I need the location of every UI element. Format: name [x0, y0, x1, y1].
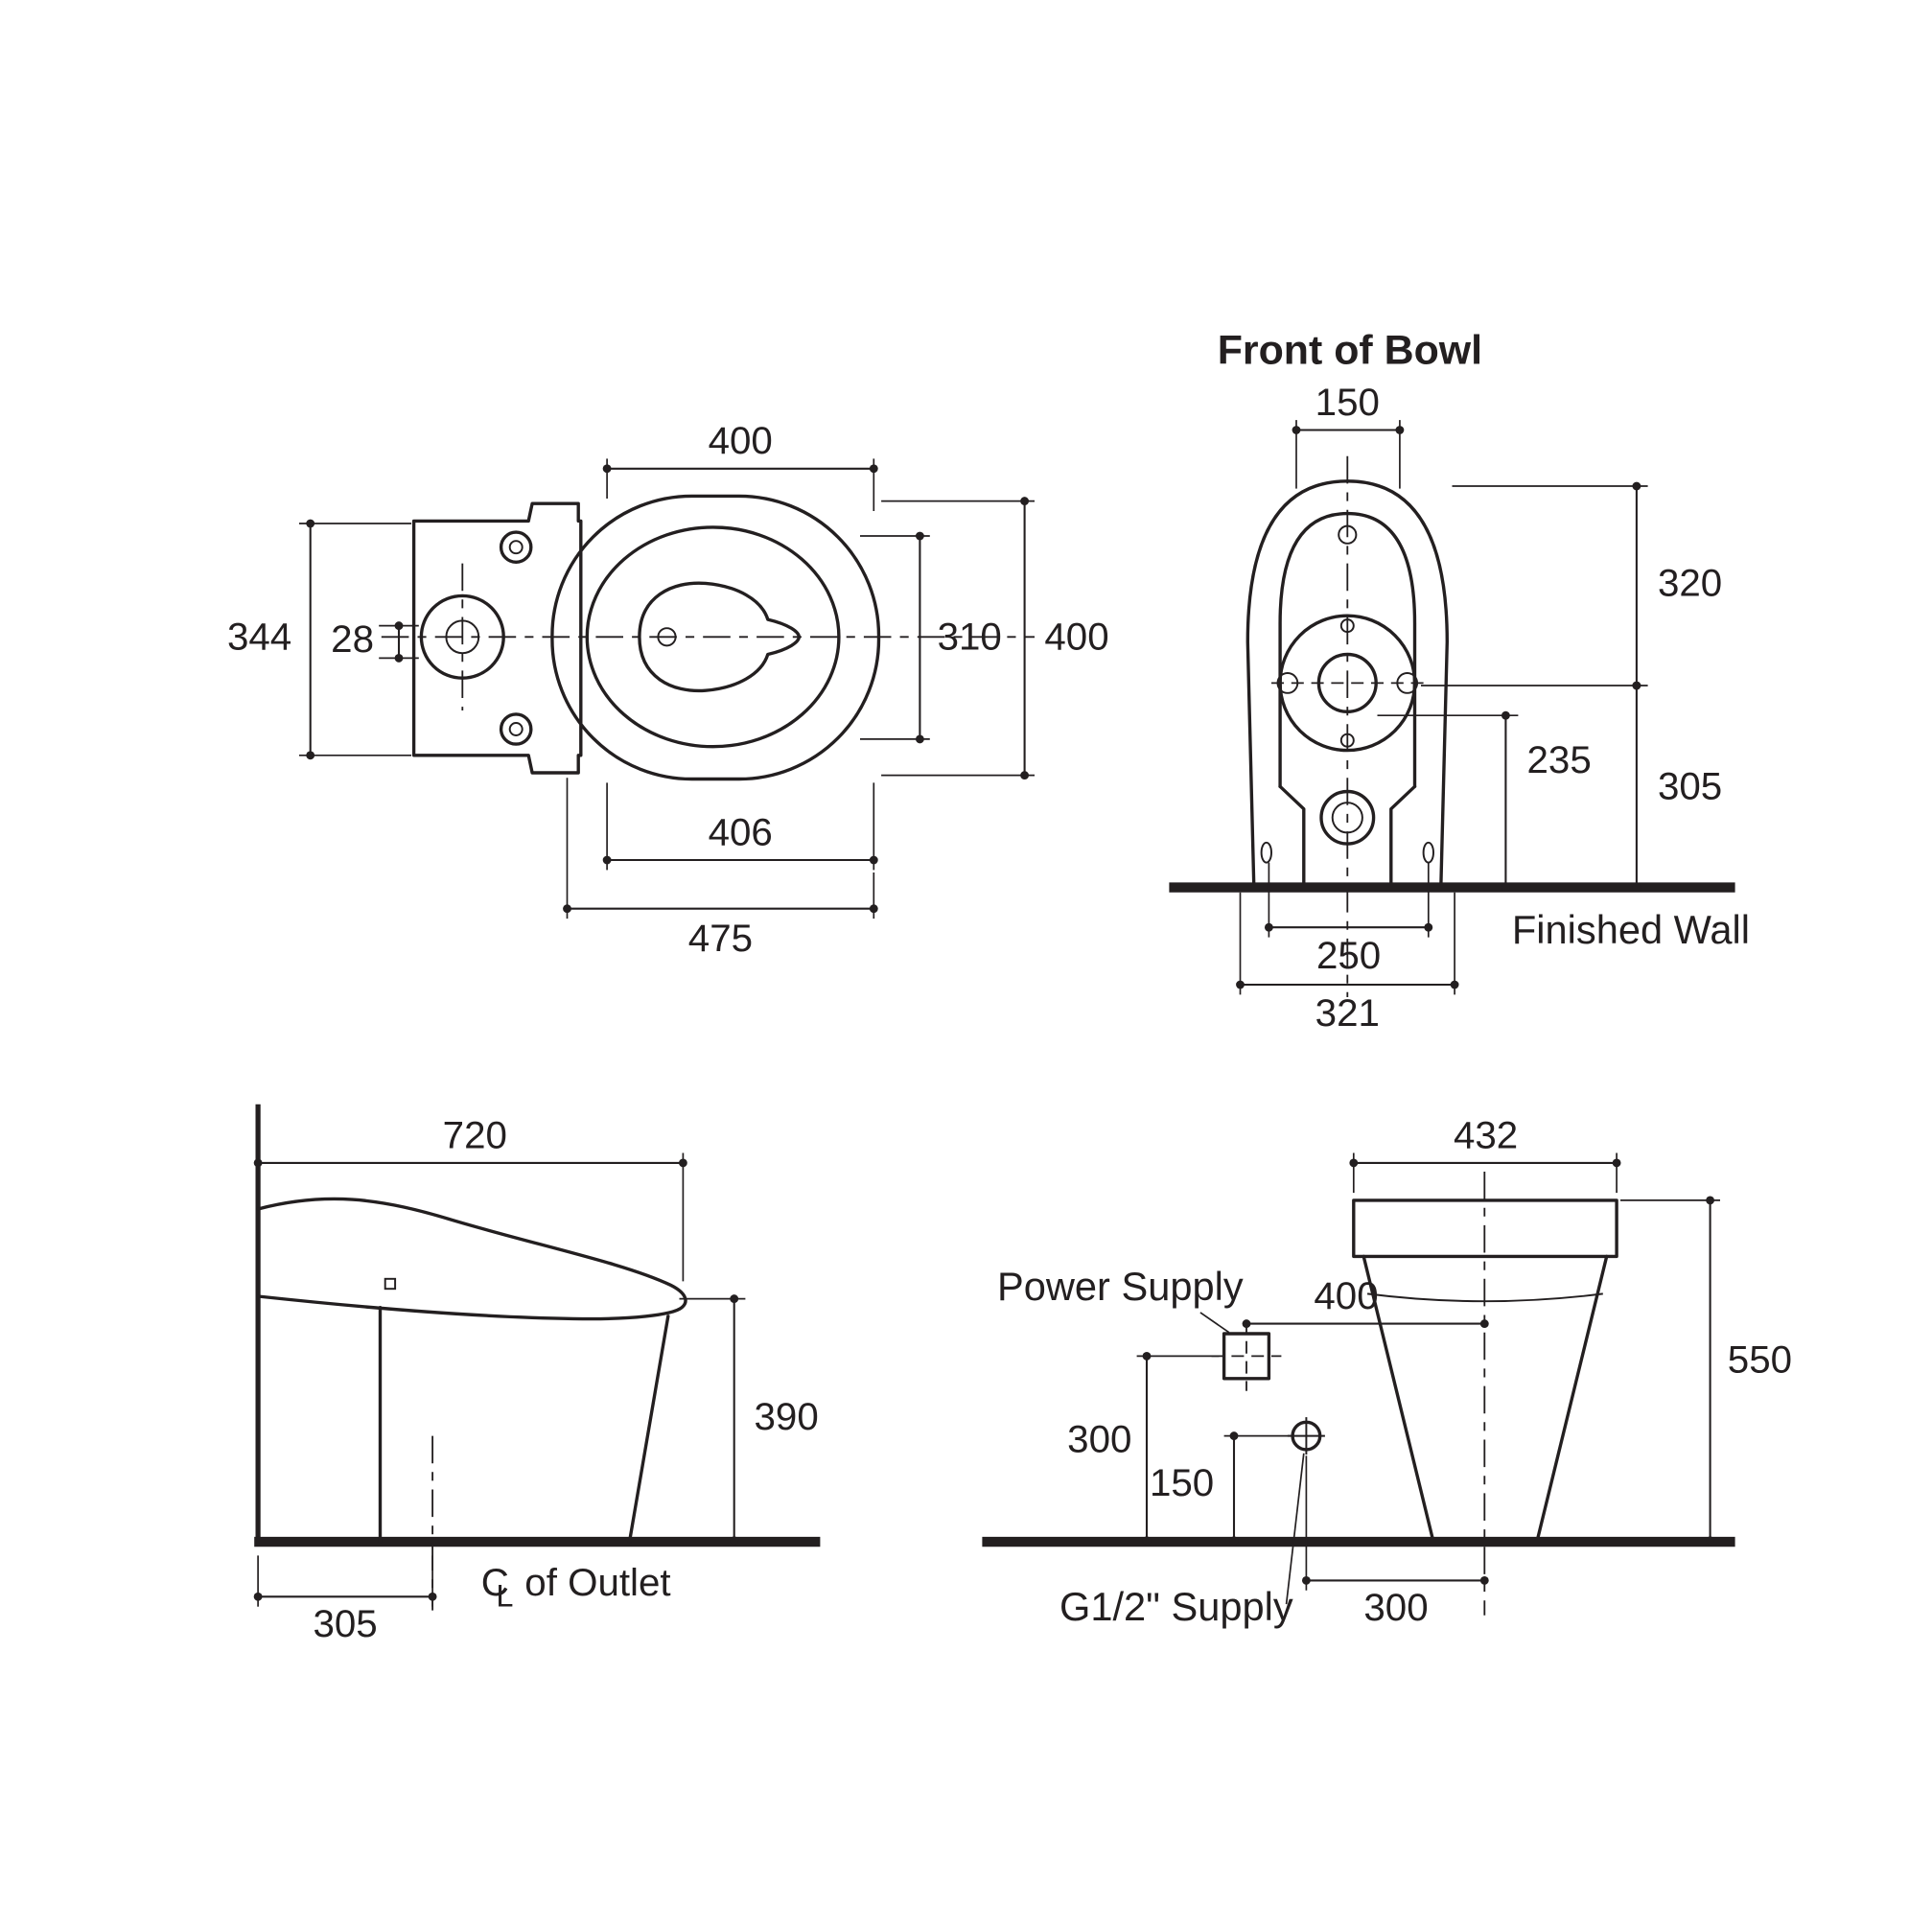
side-view: 720 390 305 C L of Outlet — [253, 1104, 821, 1645]
finished-wall-label: Finished Wall — [1512, 907, 1750, 952]
top-tank-height-label: 344 — [227, 615, 291, 658]
top-overall-length-label: 475 — [688, 917, 753, 960]
front-upper-height-label: 320 — [1658, 561, 1722, 604]
rear-overall-height-label: 550 — [1728, 1338, 1792, 1381]
rear-tank-width-label: 432 — [1454, 1113, 1518, 1156]
top-view: 400 344 28 310 400 406 — [227, 419, 1109, 960]
base-slot-left — [1260, 841, 1272, 864]
centerline-symbol-c: C — [481, 1561, 509, 1604]
pedestal-left — [1278, 784, 1306, 888]
hinge-hole-bottom-inner — [508, 722, 524, 736]
tank-side-left — [1362, 1254, 1435, 1544]
centerline-symbol-l: L — [496, 1579, 513, 1614]
top-overall-height-label: 400 — [1044, 615, 1108, 658]
top-seat-width-label: 400 — [709, 419, 773, 462]
front-lower-height-label: 305 — [1658, 764, 1722, 807]
rear-supply-height-label: 150 — [1150, 1461, 1214, 1504]
hinge-hole-top-inner — [508, 540, 524, 555]
outlet-label: of Outlet — [524, 1561, 670, 1604]
seat-profile — [256, 1197, 687, 1321]
hinge-hole-bottom — [499, 712, 533, 746]
rear-view: 432 550 Power Supply 400 300 — [982, 1113, 1792, 1629]
side-button — [384, 1277, 397, 1291]
front-view: Front of Bowl Finished Wall — [1169, 328, 1750, 1035]
power-supply-label: Power Supply — [997, 1264, 1244, 1309]
base-slot-right — [1422, 841, 1434, 864]
top-offset-label: 28 — [331, 617, 374, 661]
leader-line-supply — [1285, 1453, 1305, 1605]
top-seat-length-label: 406 — [709, 810, 773, 853]
side-depth-label: 720 — [443, 1113, 507, 1156]
front-base-width-label: 321 — [1315, 991, 1380, 1035]
pedestal-right — [1389, 784, 1417, 888]
front-top-width-label: 150 — [1315, 381, 1380, 424]
rear-power-height-label: 300 — [1067, 1418, 1131, 1461]
body-front-edge — [627, 1314, 670, 1544]
side-seat-height-label: 390 — [755, 1395, 819, 1438]
hinge-hole-top — [499, 530, 533, 564]
rear-supply-offset-label: 300 — [1363, 1586, 1428, 1629]
tank-lid-outline — [1352, 1198, 1618, 1259]
tank-outline — [411, 501, 583, 775]
front-bolt-spacing-label: 250 — [1316, 934, 1381, 977]
rear-supply-offset-h-label: 400 — [1314, 1274, 1378, 1317]
front-view-title: Front of Bowl — [1218, 328, 1482, 374]
side-outlet-offset-label: 305 — [313, 1602, 377, 1645]
top-inner-height-label: 310 — [938, 615, 1002, 658]
tank-side-right — [1535, 1254, 1609, 1544]
supply-label: G1/2" Supply — [1059, 1584, 1293, 1629]
leader-line-power — [1199, 1312, 1230, 1334]
front-mid-height-label: 235 — [1527, 738, 1592, 781]
